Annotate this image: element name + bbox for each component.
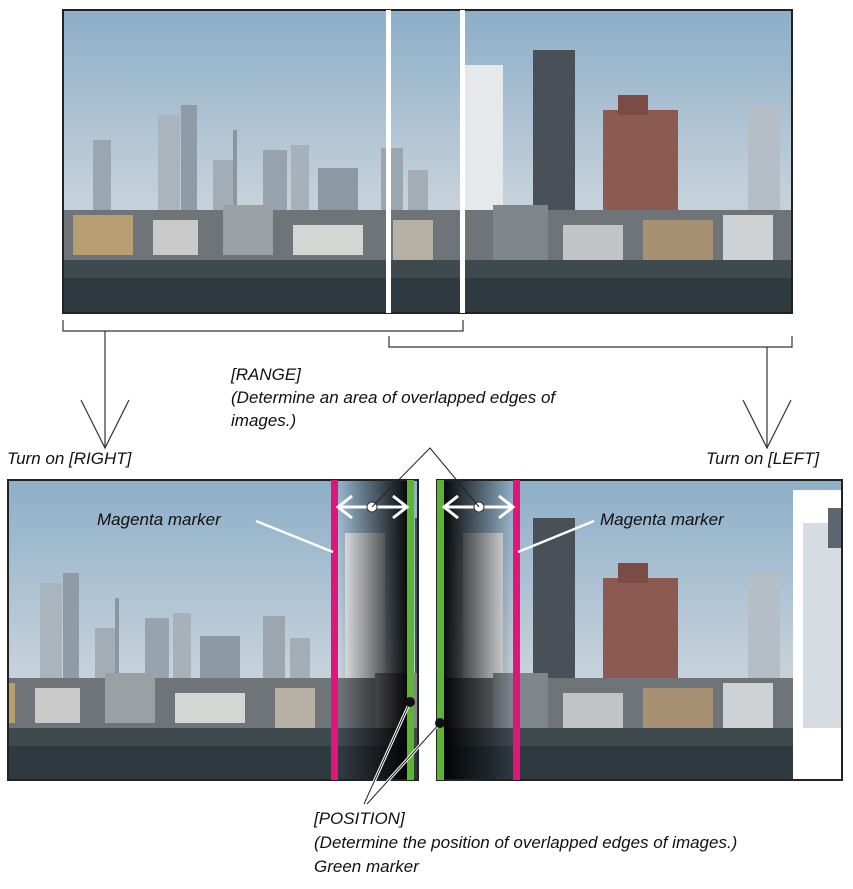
range-title: [RANGE] xyxy=(231,365,301,384)
range-brackets xyxy=(62,320,793,348)
magenta-marker-left xyxy=(331,480,338,780)
range-description-line2: images.) xyxy=(231,411,297,430)
range-description-line1: (Determine an area of overlapped edges o… xyxy=(231,388,556,407)
down-arrow-icon xyxy=(80,331,130,450)
position-leader-lines xyxy=(363,701,441,805)
green-marker-right xyxy=(437,480,444,780)
bottom-right-image xyxy=(436,479,843,781)
top-combined-image xyxy=(62,9,793,314)
down-arrow-icon xyxy=(742,347,792,450)
green-marker-left xyxy=(407,480,414,780)
turn-on-left-label: Turn on [LEFT] xyxy=(706,449,820,468)
overlap-edge-left-line xyxy=(386,10,391,313)
turn-on-right-label: Turn on [RIGHT] xyxy=(7,449,132,468)
position-title: [POSITION] xyxy=(314,809,405,828)
overlap-edge-right-line xyxy=(460,10,465,313)
magenta-marker-label-left: Magenta marker xyxy=(97,510,221,529)
green-marker-label: Green marker xyxy=(314,857,419,876)
green-marker-dot-right xyxy=(435,718,445,728)
range-leader-lines xyxy=(371,447,480,508)
position-description: (Determine the position of overlapped ed… xyxy=(314,833,738,852)
magenta-marker-right xyxy=(513,480,520,780)
magenta-marker-label-right: Magenta marker xyxy=(600,510,724,529)
green-marker-dot-left xyxy=(405,697,415,707)
